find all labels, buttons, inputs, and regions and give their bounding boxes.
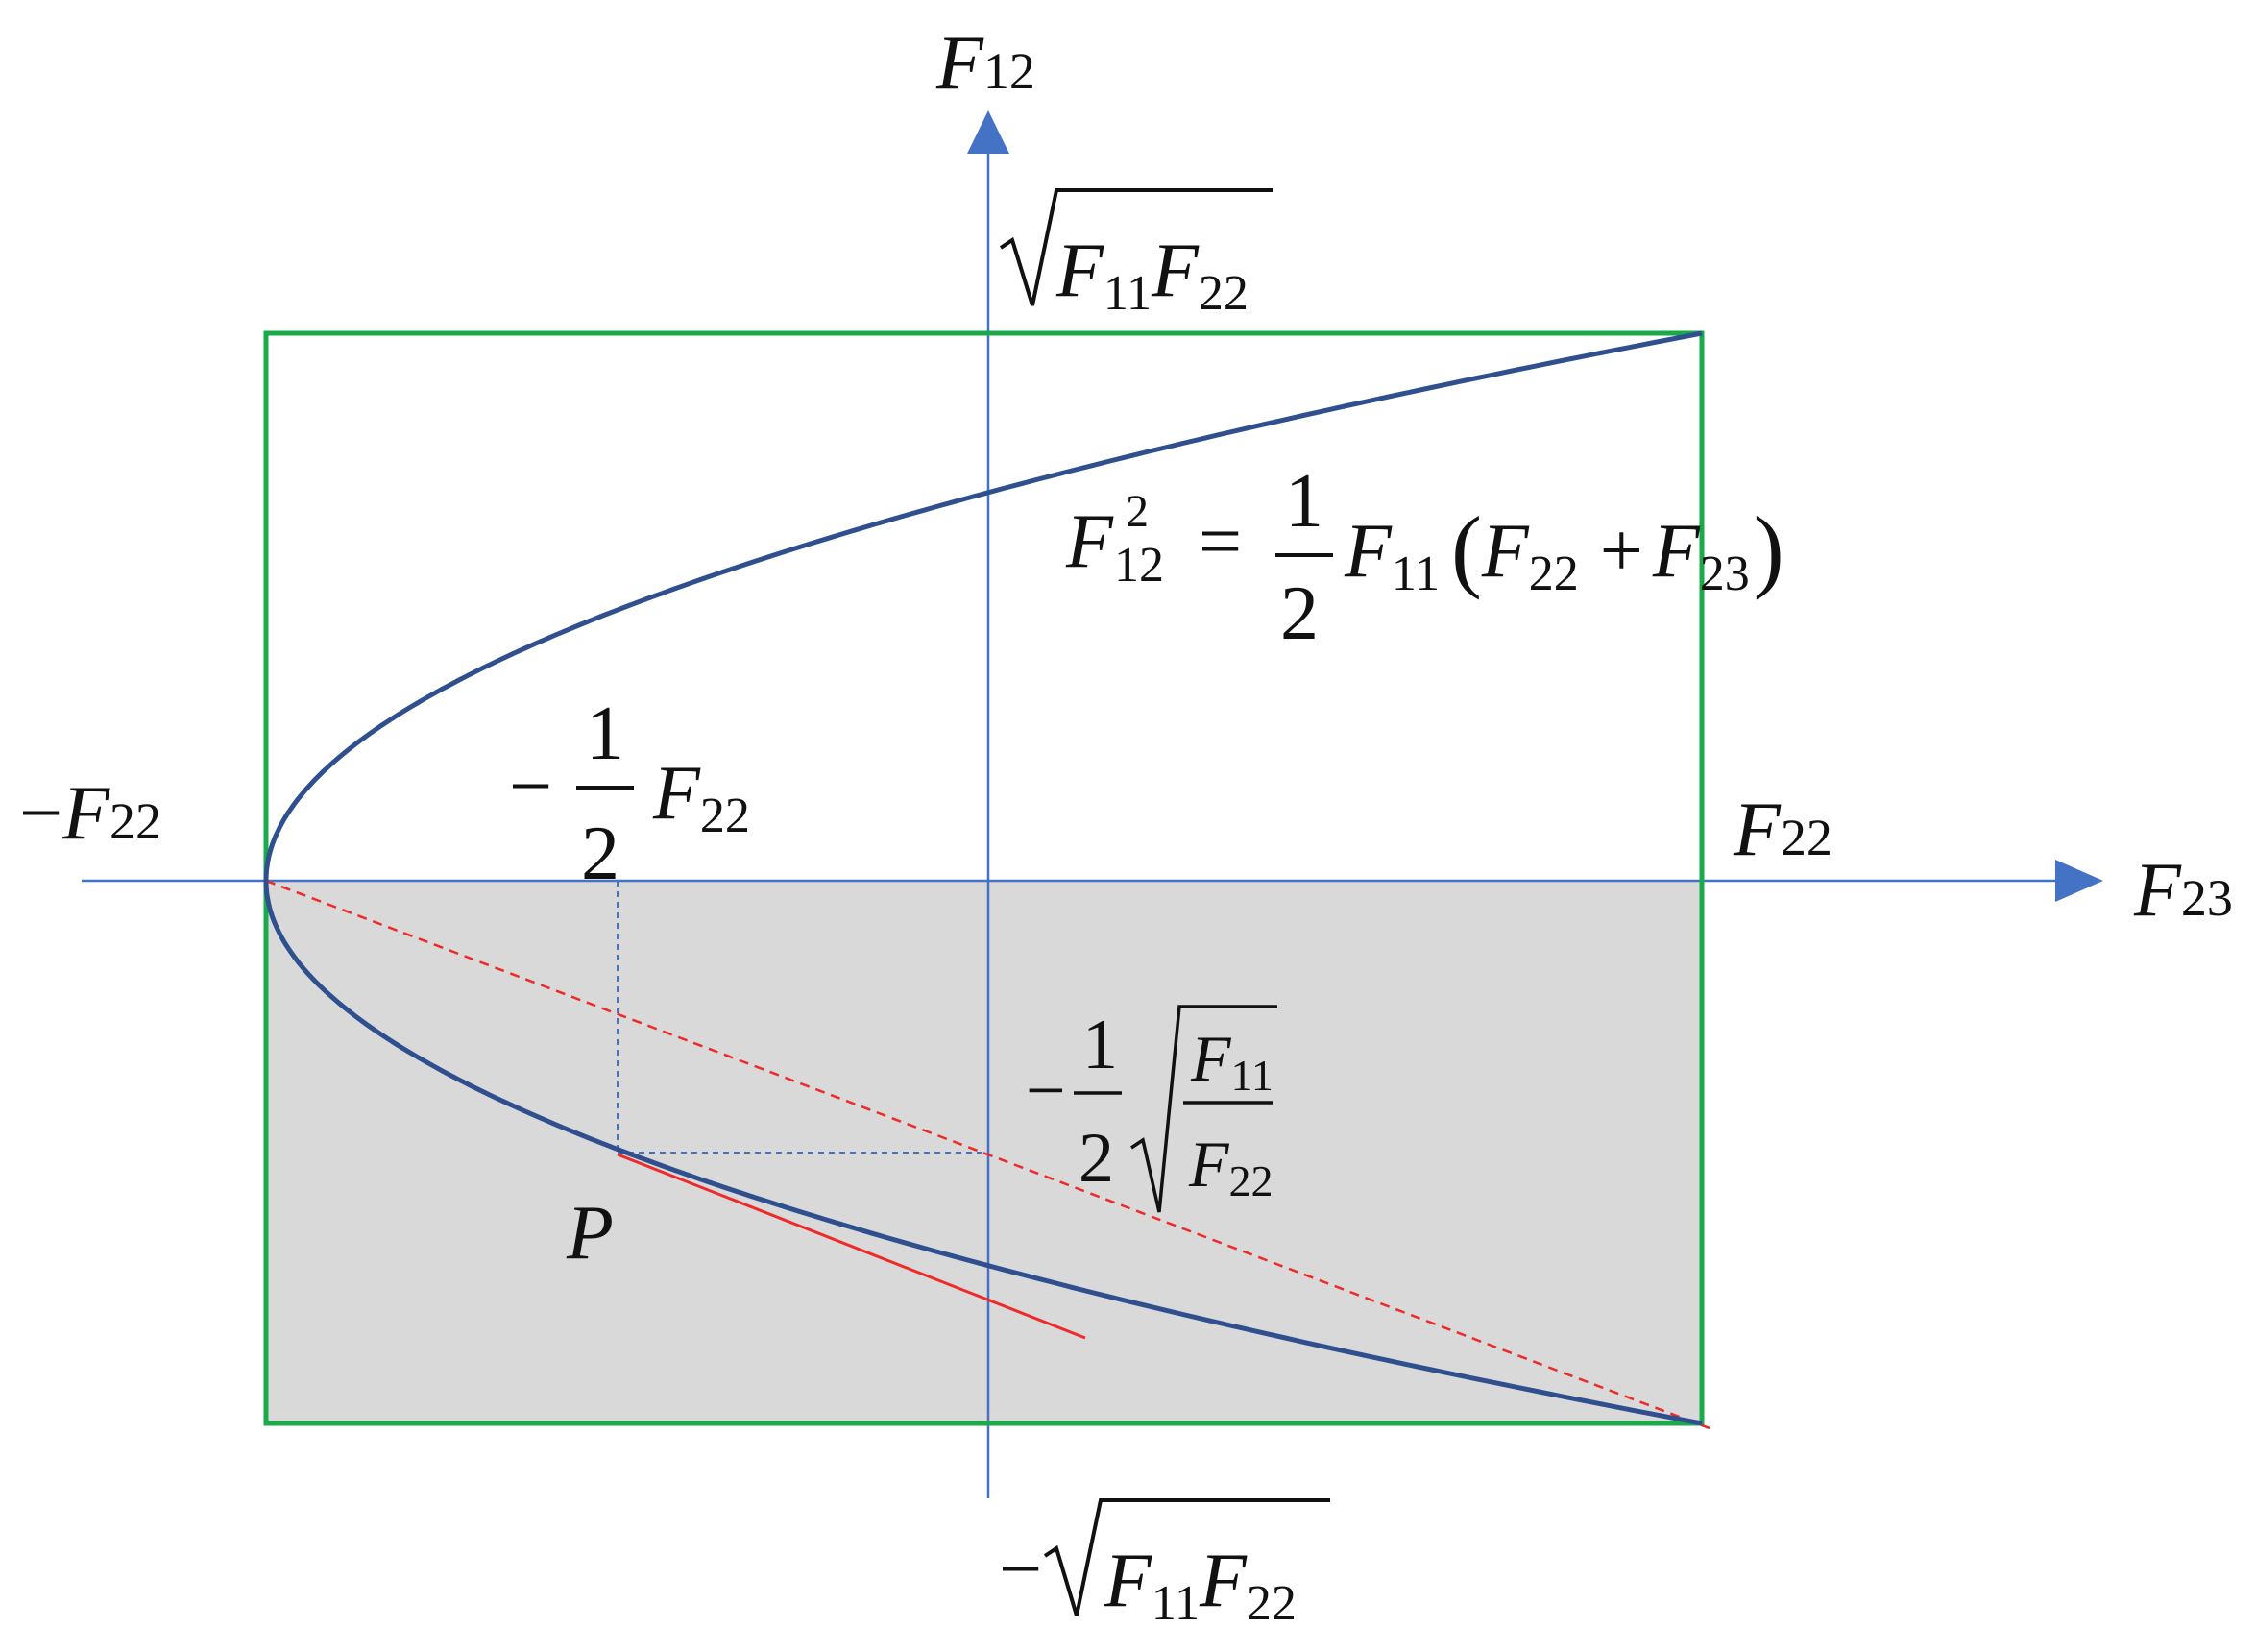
svg-text:F22: F22 — [652, 751, 750, 843]
point-p-label: P — [566, 1191, 614, 1275]
bottom-bound-label: − F11F22 — [999, 1498, 1330, 1631]
left-bound-label: −F22 — [19, 771, 161, 856]
svg-text:−: − — [1026, 1052, 1066, 1130]
horizontal-axis-arrow — [2055, 860, 2103, 902]
svg-text:2: 2 — [581, 812, 619, 896]
dashed-secant-line — [265, 879, 1710, 1430]
parabola-equation: F 2 12 = 1 2 F11(F22+F23) — [1065, 459, 1784, 656]
svg-text:−: − — [999, 1527, 1042, 1612]
parabola-curve — [263, 330, 1703, 1426]
svg-text:1: 1 — [586, 692, 624, 776]
svg-text:−: − — [509, 744, 552, 829]
svg-text:F11F22: F11F22 — [1104, 1539, 1297, 1631]
svg-text:=: = — [1199, 499, 1242, 584]
sqrt-symbol — [1130, 1005, 1277, 1213]
svg-text:2: 2 — [1079, 1119, 1114, 1198]
top-bound-label: F11F22 — [999, 188, 1273, 321]
svg-text:1: 1 — [1082, 1006, 1118, 1084]
right-bound-label: F22 — [1733, 788, 1832, 872]
svg-text:F: F — [1065, 499, 1114, 584]
vertex-half-label: − 1 2 F22 — [509, 692, 750, 896]
tangent-line — [617, 1153, 1086, 1340]
svg-text:F11F22: F11F22 — [1055, 229, 1249, 321]
slope-label: − 1 2 F11 F22 — [1026, 1005, 1277, 1213]
sqrt-symbol — [999, 188, 1273, 306]
svg-text:2: 2 — [1126, 486, 1149, 537]
svg-text:2: 2 — [1280, 571, 1319, 656]
vertical-axis-arrow — [967, 110, 1009, 154]
svg-text:12: 12 — [1114, 538, 1164, 593]
vertical-axis-label: F12 — [935, 21, 1035, 106]
svg-text:F11: F11 — [1190, 1022, 1274, 1100]
svg-text:F22: F22 — [1188, 1128, 1274, 1205]
svg-text:1: 1 — [1285, 459, 1323, 544]
svg-text:F11(F22+F23): F11(F22+F23) — [1344, 498, 1784, 601]
sqrt-symbol — [1043, 1498, 1330, 1616]
horizontal-axis-label: F23 — [2133, 848, 2233, 933]
